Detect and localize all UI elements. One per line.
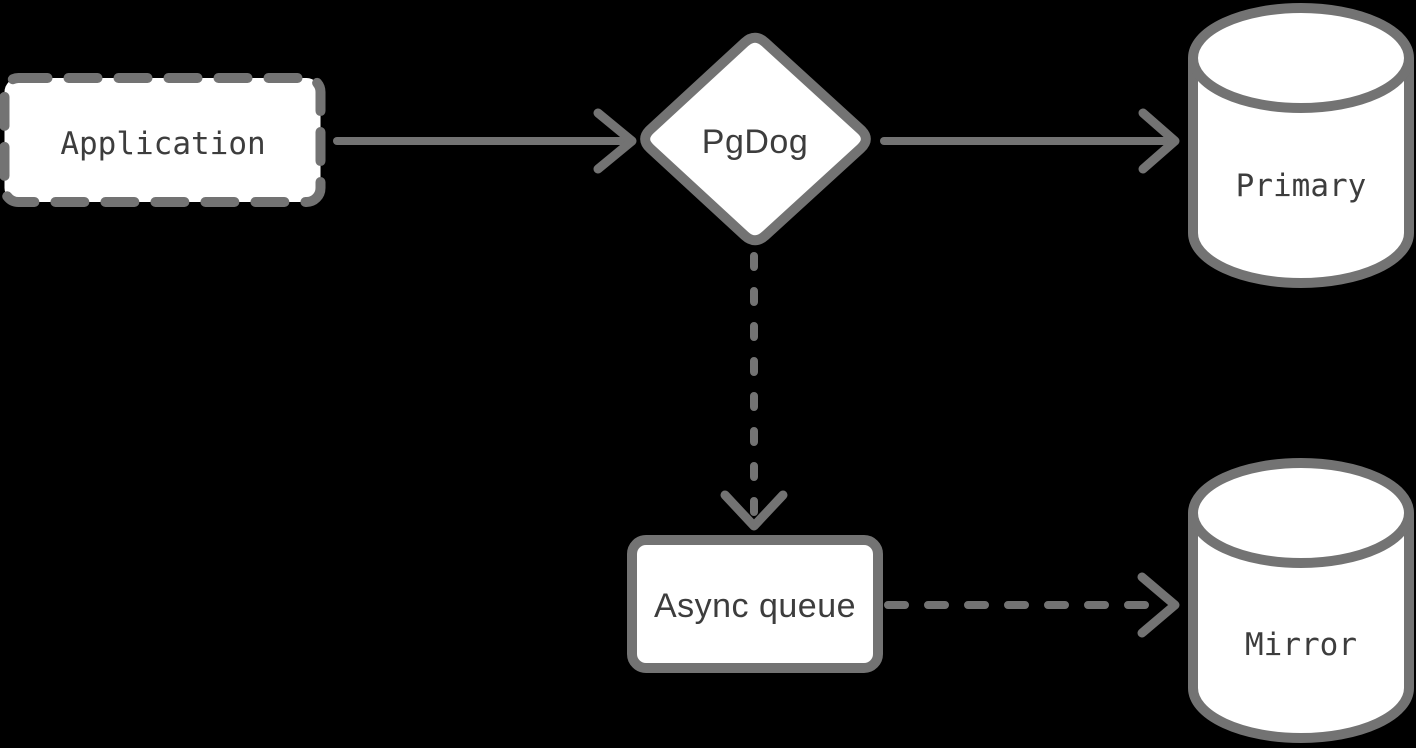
primary-label: Primary — [1236, 168, 1367, 204]
arrowhead-right-icon — [1138, 108, 1180, 174]
node-async-queue: Async queue — [627, 535, 883, 673]
application-label: Application — [60, 126, 265, 162]
edge-application-to-pgdog — [333, 108, 637, 174]
primary-cylinder-body — [1188, 58, 1414, 288]
arrowhead-down-icon — [720, 490, 788, 531]
arrowhead-right-icon — [1137, 572, 1180, 638]
application-box — [0, 73, 326, 207]
edge-async-queue-to-mirror — [884, 572, 1180, 638]
mirror-label: Mirror — [1245, 627, 1357, 663]
arrowhead-right-icon — [593, 108, 637, 174]
async-queue-label: Async queue — [654, 587, 856, 625]
mirror-cylinder-body — [1188, 513, 1414, 743]
pgdog-label: PgDog — [702, 123, 808, 161]
node-mirror: Mirror — [1188, 458, 1414, 743]
edge-pgdog-to-async-queue — [720, 252, 788, 531]
node-primary: Primary — [1188, 3, 1414, 288]
edge-pgdog-to-primary — [880, 108, 1180, 174]
mirror-cylinder-top — [1188, 458, 1414, 568]
node-application: Application — [0, 73, 326, 207]
async-queue-box — [627, 535, 883, 673]
primary-cylinder-top — [1188, 3, 1414, 113]
pgdog-diamond — [640, 32, 871, 246]
node-pgdog: PgDog — [640, 32, 871, 246]
